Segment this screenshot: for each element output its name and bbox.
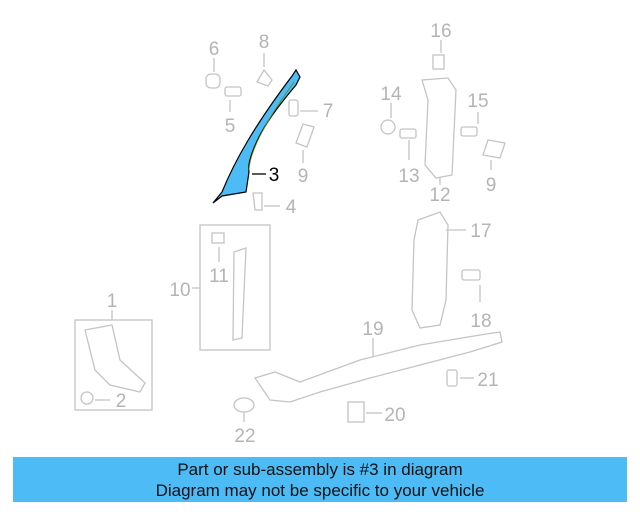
part-1-group-box [74, 319, 153, 411]
part-9-cap-left [295, 123, 315, 163]
part-9-cap-right [482, 139, 506, 170]
label-5: 5 [225, 116, 236, 137]
label-19: 19 [362, 319, 383, 340]
label-20: 20 [384, 405, 405, 426]
label-15: 15 [467, 91, 488, 112]
label-21: 21 [477, 370, 498, 391]
label-12: 12 [429, 185, 450, 206]
part-10-trim [232, 247, 247, 341]
banner-line-2: Diagram may not be specific to your vehi… [155, 481, 485, 500]
label-9-left: 9 [298, 166, 309, 187]
label-4: 4 [286, 197, 297, 218]
banner-line-1: Part or sub-assembly is #3 in diagram [177, 460, 463, 479]
label-1: 1 [107, 291, 118, 312]
label-22: 22 [234, 426, 255, 447]
part-3-pillar-trim[interactable] [212, 68, 301, 204]
label-16: 16 [430, 21, 451, 42]
label-9-right: 9 [486, 175, 497, 196]
part-12-b-pillar-upper [421, 77, 457, 185]
label-13: 13 [398, 166, 419, 187]
part-17-b-pillar-lower [411, 211, 466, 329]
label-14: 14 [380, 84, 402, 105]
label-7: 7 [323, 101, 334, 122]
part-15-screw [460, 112, 479, 137]
part-5-screw [224, 86, 242, 112]
part-3-inner-edge [248, 81, 295, 171]
part-14-clip [380, 103, 396, 135]
label-11: 11 [209, 266, 229, 287]
label-2: 2 [116, 391, 127, 412]
part-21-clip [446, 369, 474, 387]
part-10-group-box [199, 224, 271, 351]
part-6-clip [205, 58, 221, 89]
part-8-bracket [256, 53, 273, 87]
part-11-clip [211, 232, 225, 262]
part-19-sill-plate [253, 331, 503, 403]
part-18-screw [461, 269, 481, 302]
part-16-clip [432, 40, 445, 70]
label-17: 17 [470, 221, 491, 242]
label-10: 10 [169, 280, 190, 301]
part-1-trim [84, 324, 146, 393]
part-20-clip [347, 401, 382, 423]
part-22-grommet [233, 397, 255, 422]
part-4-clip [252, 192, 280, 211]
label-3: 3 [269, 165, 280, 186]
part-2-clip [80, 391, 110, 405]
label-8: 8 [259, 32, 270, 53]
label-6: 6 [209, 39, 220, 60]
part-13-screw [399, 128, 417, 160]
info-banner: Part or sub-assembly is #3 in diagram Di… [13, 457, 627, 502]
label-18: 18 [470, 311, 491, 332]
part-7-screw [288, 99, 318, 117]
